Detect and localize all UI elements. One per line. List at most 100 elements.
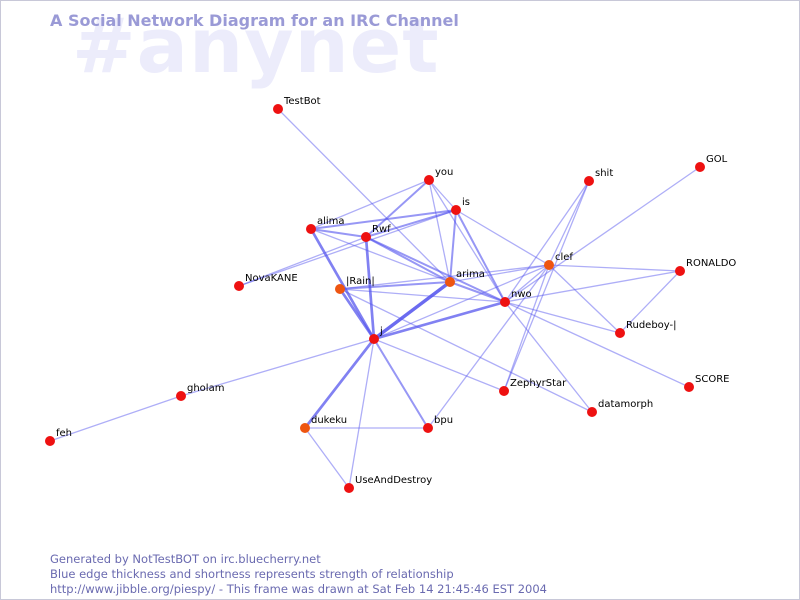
edge-nwo-datamorph [504,301,593,413]
node-dukeku[interactable]: dukeku [300,415,347,433]
node-bpu[interactable]: bpu [423,415,453,433]
node-dot-gholam[interactable] [176,391,186,401]
node-dot-alima[interactable] [306,224,316,234]
node-dot-you[interactable] [424,175,434,185]
node-shit[interactable]: shit [584,168,613,186]
node-dot-useanddestroy[interactable] [344,483,354,493]
node-dot-clef[interactable] [544,260,554,270]
node-label-arima: arima [456,269,485,280]
edge-gholam-feh [49,395,182,442]
edge-j-useanddestroy [348,338,375,489]
node-dot-shit[interactable] [584,176,594,186]
node-dot-novakane[interactable] [234,281,244,291]
node-j[interactable]: j [369,326,383,344]
edge-clef-arima [449,264,550,283]
node-rain[interactable]: |Rain| [335,276,375,294]
node-dot-rwf[interactable] [361,232,371,242]
node-dot-j[interactable] [369,334,379,344]
edge-clef-ronaldo [548,264,681,272]
edge-rain-j [338,287,376,341]
node-label-gholam: gholam [187,383,224,394]
node-dot-score[interactable] [684,382,694,392]
node-dot-bpu[interactable] [423,423,433,433]
edge-clef-shit [548,180,590,266]
node-label-nwo: nwo [511,289,532,300]
node-gol[interactable]: GOL [695,154,728,172]
channel-watermark: #anynet [72,1,440,90]
edge-arima-j [372,280,452,341]
edge-j-zephyrstar [373,338,505,392]
edge-gol-nwo [504,166,701,303]
node-dot-is[interactable] [451,205,461,215]
node-label-testbot: TestBot [283,96,321,107]
footer: Generated by NotTestBOT on irc.bluecherr… [50,552,547,597]
edge-rwf-novakane [238,236,367,287]
edge-nwo-j [372,300,507,341]
node-rwf[interactable]: Rwf [361,224,391,242]
node-you[interactable]: you [424,167,453,185]
edge-nwo-score [504,301,690,388]
node-label-rain: |Rain| [346,276,375,287]
node-dot-rudeboy[interactable] [615,328,625,338]
node-dot-datamorph[interactable] [587,407,597,417]
edge-is-nwo [455,209,506,303]
node-testbot[interactable]: TestBot [273,96,321,114]
node-dot-ronaldo[interactable] [675,266,685,276]
edge-is-novakane [238,209,457,287]
edge-you-nwo [428,179,506,303]
edge-is-clef [455,209,550,266]
edge-alima-arima [310,228,451,283]
node-useanddestroy[interactable]: UseAndDestroy [344,475,432,493]
node-is[interactable]: is [451,197,470,215]
node-label-score: SCORE [695,374,729,385]
node-dot-dukeku[interactable] [300,423,310,433]
node-dot-nwo[interactable] [500,297,510,307]
edge-clef-zephyrstar [503,264,550,392]
edge-rain-nwo [339,288,506,303]
node-alima[interactable]: alima [306,216,345,234]
edge-j-gholam [180,338,375,397]
node-feh[interactable]: feh [45,428,72,446]
node-label-feh: feh [56,428,72,439]
node-zephyrstar[interactable]: ZephyrStar [499,378,567,396]
node-gholam[interactable]: gholam [176,383,224,401]
edge-testbot-arima [277,108,451,283]
edge-clef-rudeboy [548,264,621,334]
node-dot-arima[interactable] [445,277,455,287]
node-clef[interactable]: clef [544,252,573,270]
edge-alima-j [309,227,376,341]
node-ronaldo[interactable]: RONALDO [675,258,736,276]
node-arima[interactable]: arima [445,269,485,287]
node-score[interactable]: SCORE [684,374,729,392]
edge-shit-zephyrstar [503,180,590,392]
node-datamorph[interactable]: datamorph [587,399,653,417]
node-nwo[interactable]: nwo [500,289,532,307]
node-novakane[interactable]: NovaKANE [234,273,298,291]
node-label-you: you [435,167,453,178]
node-dot-gol[interactable] [695,162,705,172]
node-dot-rain[interactable] [335,284,345,294]
edge-arima-nwo [449,281,506,303]
edge-alima-rwf [310,228,367,238]
node-rudeboy[interactable]: Rudeboy-| [615,320,677,338]
edge-you-alima [310,179,430,230]
edge-clef-j [373,264,550,340]
node-label-rudeboy: Rudeboy-| [626,320,677,331]
node-dot-testbot[interactable] [273,104,283,114]
edge-clef-rain [339,264,550,290]
node-dot-feh[interactable] [45,436,55,446]
edge-you-is [428,179,457,211]
node-dot-zephyrstar[interactable] [499,386,509,396]
diagram-title: A Social Network Diagram for an IRC Chan… [50,11,459,30]
node-label-clef: clef [555,252,573,263]
edge-is-rwf [365,209,457,238]
node-label-alima: alima [317,216,345,227]
node-label-shit: shit [595,168,613,179]
edge-is-alima [310,209,457,230]
edge-clef-bpu [427,264,550,429]
edge-rain-arima [339,281,451,290]
edges-layer [49,108,701,489]
node-label-bpu: bpu [434,415,453,426]
